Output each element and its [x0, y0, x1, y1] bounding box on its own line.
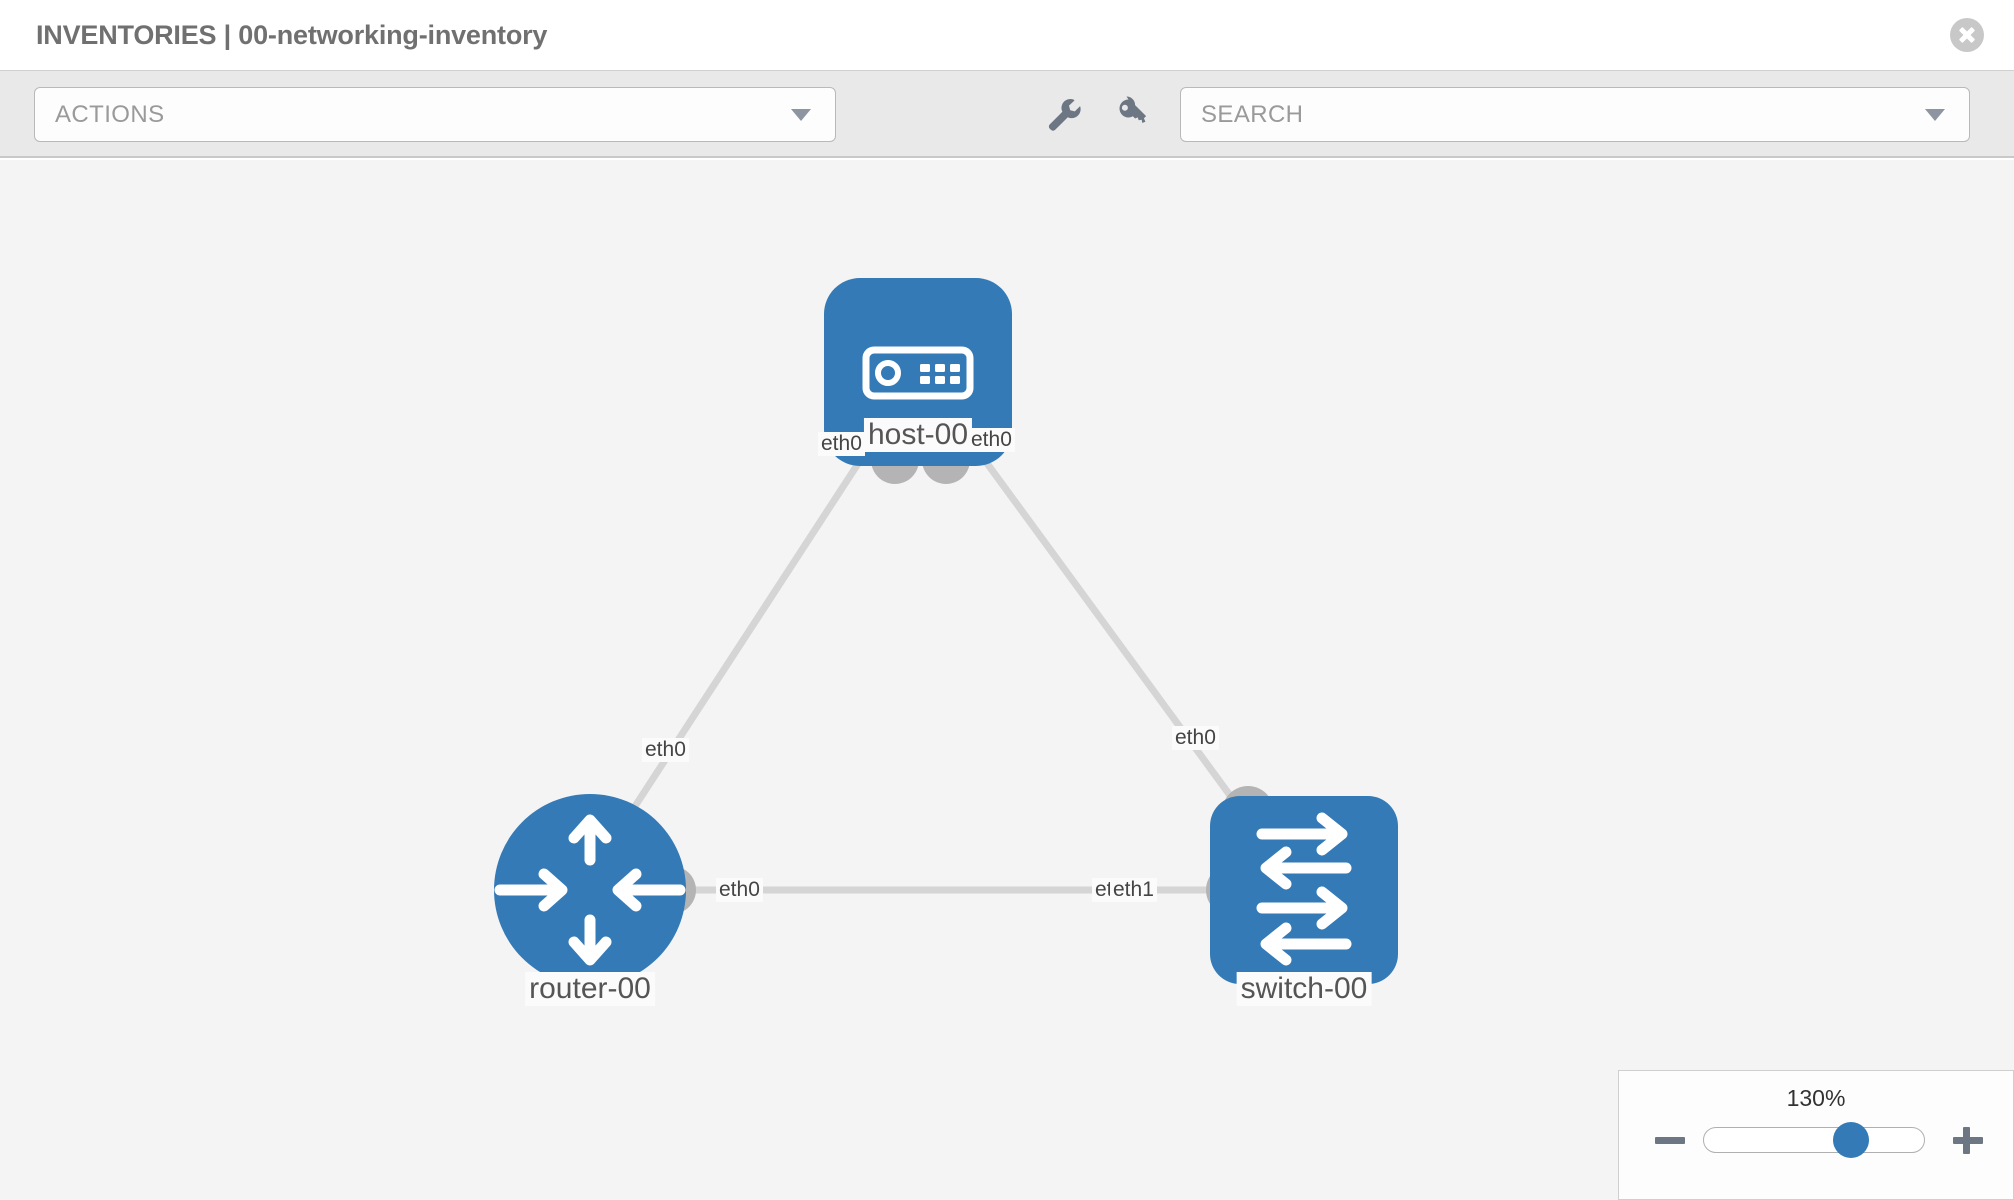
node-switch-00	[1210, 796, 1398, 984]
zoom-control-panel: 130%	[1618, 1070, 2014, 1200]
zoom-slider[interactable]	[1703, 1122, 1925, 1158]
link-group	[597, 407, 1273, 894]
close-icon[interactable]	[1950, 18, 1984, 52]
router-arrows-icon	[494, 814, 686, 966]
actions-dropdown[interactable]: ACTIONS	[34, 87, 836, 142]
link-host-router	[597, 408, 896, 862]
toolbar: ACTIONS SEARCH	[0, 70, 2014, 158]
server-led-icon	[875, 360, 901, 386]
switch-arrows-icon	[1256, 812, 1352, 966]
search-placeholder: SEARCH	[1201, 100, 1304, 128]
page-header: INVENTORIES | 00-networking-inventory	[0, 0, 2014, 70]
server-icon	[862, 346, 974, 400]
topology-graph	[494, 278, 1398, 986]
node-host-00	[824, 278, 1012, 466]
endpoint-group	[648, 436, 1274, 916]
actions-dropdown-label: ACTIONS	[55, 100, 165, 128]
node-router-00	[494, 794, 686, 986]
zoom-out-button[interactable]	[1653, 1123, 1687, 1157]
key-icon[interactable]	[1110, 93, 1154, 137]
zoom-level-value: 130%	[1786, 1085, 1846, 1111]
wrench-icon[interactable]	[1042, 93, 1086, 137]
chevron-down-icon	[791, 108, 811, 121]
search-input[interactable]: SEARCH	[1180, 87, 1970, 142]
page-title: INVENTORIES | 00-networking-inventory	[36, 19, 548, 50]
chevron-down-icon[interactable]	[1925, 108, 1945, 121]
link-host-switch	[945, 407, 1273, 853]
zoom-in-button[interactable]	[1951, 1123, 1985, 1157]
zoom-slider-thumb[interactable]	[1833, 1122, 1870, 1158]
topology-canvas[interactable]: host-00 router-00 switch-00 eth0 eth0 et…	[0, 160, 2014, 1200]
server-vents-icon	[920, 364, 960, 384]
